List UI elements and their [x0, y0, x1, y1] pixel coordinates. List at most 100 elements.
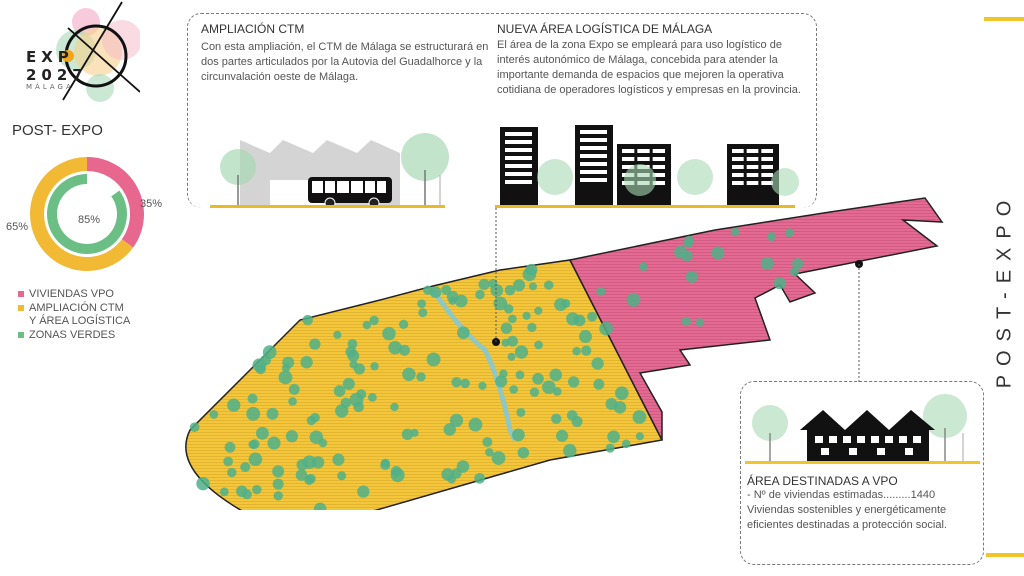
tree-icon: [516, 407, 526, 417]
ctm-description: Con esta ampliación, el CTM de Málaga se…: [201, 41, 489, 83]
tree-icon: [227, 398, 241, 412]
tree-icon: [512, 428, 525, 442]
tree-icon: [300, 356, 313, 369]
tree-icon: [451, 377, 462, 388]
tree-icon: [240, 461, 251, 473]
ctm-illustration: [210, 133, 449, 209]
tree-icon: [632, 410, 647, 424]
donut-chart: 35% 65% 85%: [6, 152, 162, 277]
tree-icon: [685, 270, 698, 283]
tree-icon: [635, 432, 644, 441]
tree-icon: [607, 430, 620, 444]
tree-icon: [475, 289, 485, 300]
section-title: POST- EXPO: [12, 122, 103, 139]
tree-icon: [596, 286, 606, 296]
tree-icon: [255, 426, 269, 440]
tree-icon: [302, 455, 317, 469]
tree-icon: [370, 362, 379, 371]
tree-icon: [599, 321, 613, 336]
tree-icon: [288, 383, 300, 395]
tree-icon: [591, 357, 604, 370]
tree-icon: [247, 393, 258, 404]
tree-icon: [241, 489, 252, 500]
tree-icon: [227, 467, 237, 478]
tree-icon: [626, 292, 641, 307]
donut-svg: [30, 157, 144, 271]
tree-icon: [246, 406, 261, 421]
logistics-description: El área de la zona Expo se empleará para…: [497, 39, 801, 96]
tree-icon: [572, 346, 581, 356]
tree-icon: [711, 246, 725, 260]
tree-icon: [401, 133, 449, 205]
tree-icon: [792, 258, 804, 270]
tree-icon: [347, 338, 358, 349]
tree-icon: [278, 370, 293, 385]
tree-icon: [681, 316, 691, 327]
tree-icon: [478, 278, 490, 291]
tree-icon: [605, 398, 618, 411]
tree-icon: [220, 149, 256, 205]
tree-icon: [695, 318, 705, 327]
tree-icon: [504, 284, 516, 296]
tree-icon: [402, 367, 416, 382]
tree-icon: [282, 356, 295, 369]
tree-icon: [272, 465, 285, 478]
tree-icon: [272, 478, 284, 490]
donut-slice-green: [47, 174, 127, 254]
tree-icon: [441, 284, 452, 295]
tree-icon: [495, 375, 508, 388]
tree-icon: [248, 452, 263, 467]
tree-icon: [426, 352, 441, 367]
tree-icon: [515, 370, 525, 380]
vpo-stat: - Nº de viviendas estimadas.........1440: [747, 488, 987, 503]
tree-icon: [522, 267, 537, 282]
tree-icon: [285, 430, 299, 443]
tree-icon: [485, 448, 494, 457]
tree-icon: [357, 485, 370, 498]
legend-swatch-green: [18, 332, 24, 338]
tree-icon: [429, 286, 442, 298]
tree-icon: [369, 315, 379, 326]
logo-expo-text: EXP: [26, 48, 74, 66]
tree-icon: [380, 460, 391, 471]
tree-icon: [784, 228, 794, 238]
tree-icon: [766, 231, 777, 242]
legend-swatch-ctm: [18, 305, 24, 311]
tree-icon: [789, 267, 799, 277]
tree-icon: [362, 320, 372, 330]
tree-icon: [418, 308, 428, 318]
tree-icon: [549, 368, 563, 382]
tree-icon: [273, 491, 283, 501]
tree-icon: [295, 469, 308, 481]
tree-icon: [309, 430, 324, 445]
accent-bar-top: [984, 17, 1024, 21]
tree-icon: [209, 410, 219, 419]
river: [430, 288, 518, 442]
row-houses-icon: [800, 410, 935, 461]
site-map: [185, 197, 944, 510]
legend-label: VIVIENDAS VPO: [29, 288, 114, 300]
tree-icon: [923, 394, 967, 461]
donut-slice-vpo: [86, 157, 144, 248]
legend-label-line1: AMPLIACIÓN CTM: [29, 302, 124, 314]
tree-icon: [219, 487, 229, 497]
tree-icon: [302, 314, 313, 326]
office-building-icon: [575, 125, 613, 205]
vpo-info: ÁREA DESTINADAS A VPO - Nº de viviendas …: [747, 474, 987, 533]
tree-icon: [566, 312, 580, 326]
tree-icon: [313, 502, 327, 510]
side-title: POST-EXPO: [993, 191, 1016, 389]
tree-icon: [224, 441, 236, 453]
tree-icon: [507, 352, 516, 361]
tree-icon: [578, 330, 592, 344]
tree-icon: [309, 338, 321, 350]
tree-icon: [196, 476, 210, 491]
tree-icon: [267, 436, 281, 450]
tree-icon: [349, 360, 358, 369]
vpo-illustration: [745, 394, 980, 464]
tree-icon: [337, 471, 347, 481]
tree-icon: [752, 405, 788, 461]
tree-icon: [456, 326, 470, 340]
tree-icon: [683, 238, 693, 248]
vpo-stat-value: 1440: [910, 489, 936, 501]
